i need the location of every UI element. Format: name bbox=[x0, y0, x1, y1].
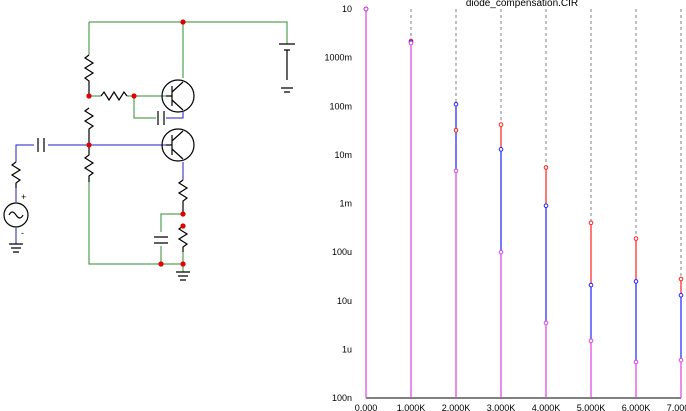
data-point bbox=[498, 147, 504, 152]
data-point bbox=[633, 279, 639, 284]
data-point bbox=[543, 203, 549, 209]
data-point bbox=[633, 359, 639, 365]
data-point bbox=[498, 122, 504, 127]
x-tick-label: 1.000K bbox=[397, 403, 426, 411]
resistor-r-source bbox=[10, 161, 22, 188]
transistor-q2 bbox=[161, 128, 195, 162]
wire-cap-branch bbox=[160, 213, 183, 232]
resistor-r3 bbox=[83, 145, 95, 182]
y-tick-label: 100n bbox=[332, 393, 352, 403]
y-tick-label: 10 bbox=[342, 4, 352, 14]
data-point bbox=[363, 6, 369, 12]
node-dot bbox=[180, 211, 186, 217]
y-tick-label: 1u bbox=[342, 344, 352, 354]
y-tick-label: 100u bbox=[332, 247, 352, 257]
y-tick-label: 10m bbox=[334, 150, 352, 160]
node-dot bbox=[131, 93, 137, 99]
x-tick-label: 0.000 bbox=[355, 403, 378, 411]
data-point bbox=[543, 320, 549, 326]
wire-signal-in bbox=[15, 144, 34, 162]
node-dot bbox=[180, 223, 186, 229]
ac-source bbox=[3, 202, 29, 228]
ground-main bbox=[176, 271, 190, 281]
wire-cap-blue bbox=[166, 112, 184, 119]
node-dot bbox=[86, 93, 92, 99]
data-point bbox=[453, 128, 459, 133]
x-tick-label: 7.000K bbox=[667, 403, 686, 411]
transistor-q1 bbox=[161, 79, 195, 113]
resistor-r6 bbox=[177, 225, 189, 252]
battery bbox=[279, 43, 295, 93]
resistor-r1 bbox=[83, 54, 95, 96]
data-point bbox=[678, 292, 684, 298]
y-tick-label: 1m bbox=[339, 199, 352, 209]
resistor-r5 bbox=[177, 179, 189, 214]
data-point bbox=[453, 101, 459, 107]
data-point bbox=[678, 276, 684, 282]
x-tick-label: 6.000K bbox=[622, 403, 651, 411]
data-point bbox=[588, 220, 594, 226]
data-point bbox=[633, 236, 639, 241]
capacitor-input bbox=[37, 138, 45, 152]
ground-source bbox=[9, 243, 23, 253]
wire-bottom-rail bbox=[88, 182, 183, 265]
wire-top-rail bbox=[89, 21, 288, 44]
source-plus-label: + bbox=[21, 192, 26, 202]
x-tick-label: 3.000K bbox=[487, 403, 516, 411]
node-dot bbox=[180, 261, 186, 267]
data-point bbox=[678, 357, 684, 363]
x-tick-label: 5.000K bbox=[577, 403, 606, 411]
data-point bbox=[408, 40, 414, 46]
y-tick-label: 10u bbox=[337, 296, 352, 306]
x-tick-label: 4.000K bbox=[532, 403, 561, 411]
x-tick-label: 2.000K bbox=[442, 403, 471, 411]
y-tick-label: 1000m bbox=[324, 53, 352, 63]
node-dot bbox=[158, 261, 164, 267]
data-point bbox=[543, 165, 549, 170]
data-point bbox=[588, 282, 594, 288]
chart-title: diode_compensation.CIR bbox=[466, 0, 578, 9]
capacitor-emitter bbox=[154, 236, 168, 244]
resistor-r2 bbox=[83, 107, 95, 145]
resistor-r4 bbox=[100, 90, 128, 102]
data-point bbox=[453, 168, 459, 174]
capacitor-base bbox=[157, 111, 165, 125]
source-minus-label: - bbox=[21, 228, 24, 238]
node-dot bbox=[180, 19, 186, 25]
data-point bbox=[498, 249, 504, 255]
wire-base-link bbox=[133, 96, 156, 119]
node-dot bbox=[86, 142, 92, 148]
y-tick-label: 100m bbox=[329, 101, 352, 111]
data-point bbox=[588, 338, 594, 344]
